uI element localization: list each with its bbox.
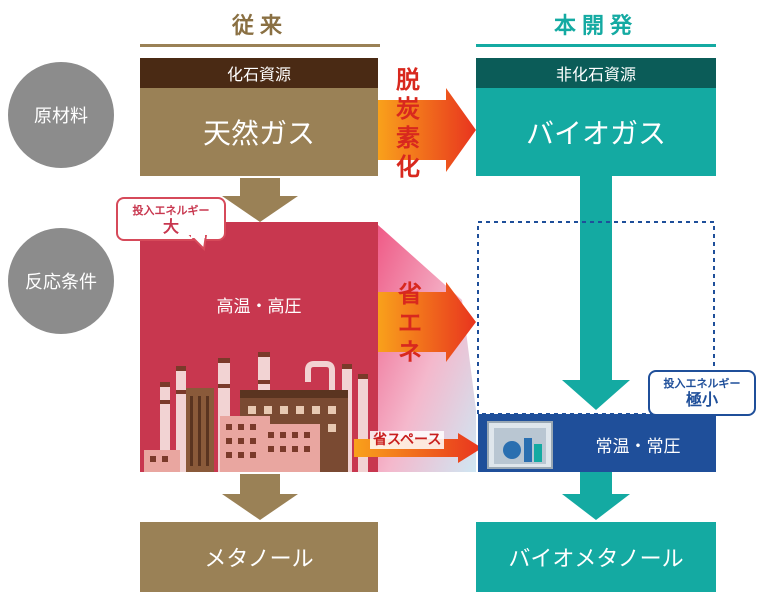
header-new-development-underline — [476, 44, 716, 47]
energy-bubble-large-value: 大 — [162, 217, 179, 236]
energy-bubble-minimal: 投入エネルギー 極小 — [648, 370, 756, 416]
row-label-reaction-conditions: 反応条件 — [8, 228, 114, 334]
arrow-biogas-down — [562, 176, 630, 410]
non-fossil-source-label: 非化石資源 — [476, 58, 716, 88]
energy-bubble-large-caption: 投入エネルギー — [132, 204, 210, 217]
methanol-box: メタノール — [140, 522, 378, 592]
fossil-source-label: 化石資源 — [140, 58, 378, 88]
normal-temp-pressure-label: 常温・常圧 — [595, 437, 681, 457]
energy-bubble-large: 投入エネルギー 大 — [116, 197, 226, 241]
arrow-gas-to-conditions — [222, 178, 298, 222]
row-label-raw-material: 原材料 — [8, 62, 114, 168]
factory-illustration — [144, 352, 368, 472]
header-new-development: 本開発 — [553, 14, 638, 39]
header-conventional-underline — [140, 44, 380, 47]
energy-bubble-large-tail — [188, 235, 208, 251]
energy-saving-label: 省 エ ネ — [398, 280, 422, 366]
energy-saving-arrow — [378, 282, 476, 362]
decarbonize-arrow — [378, 88, 476, 172]
arrow-conditions-to-methanol — [222, 474, 298, 520]
header-conventional: 従来 — [231, 14, 288, 39]
biomethanol-box: バイオメタノール — [476, 522, 716, 592]
biogas-box: バイオガス — [476, 88, 716, 176]
high-temp-pressure-label: 高温・高圧 — [216, 297, 302, 317]
arrow-to-biomethanol — [562, 472, 630, 520]
compact-reactor-icon — [487, 421, 553, 469]
decarbonize-label: 脱 炭 素 化 — [396, 66, 420, 181]
energy-bubble-minimal-caption: 投入エネルギー — [663, 377, 741, 390]
space-saving-label: 省スペース — [370, 431, 445, 449]
energy-bubble-minimal-value: 極小 — [685, 390, 718, 409]
natural-gas-box: 天然ガス — [140, 88, 378, 176]
